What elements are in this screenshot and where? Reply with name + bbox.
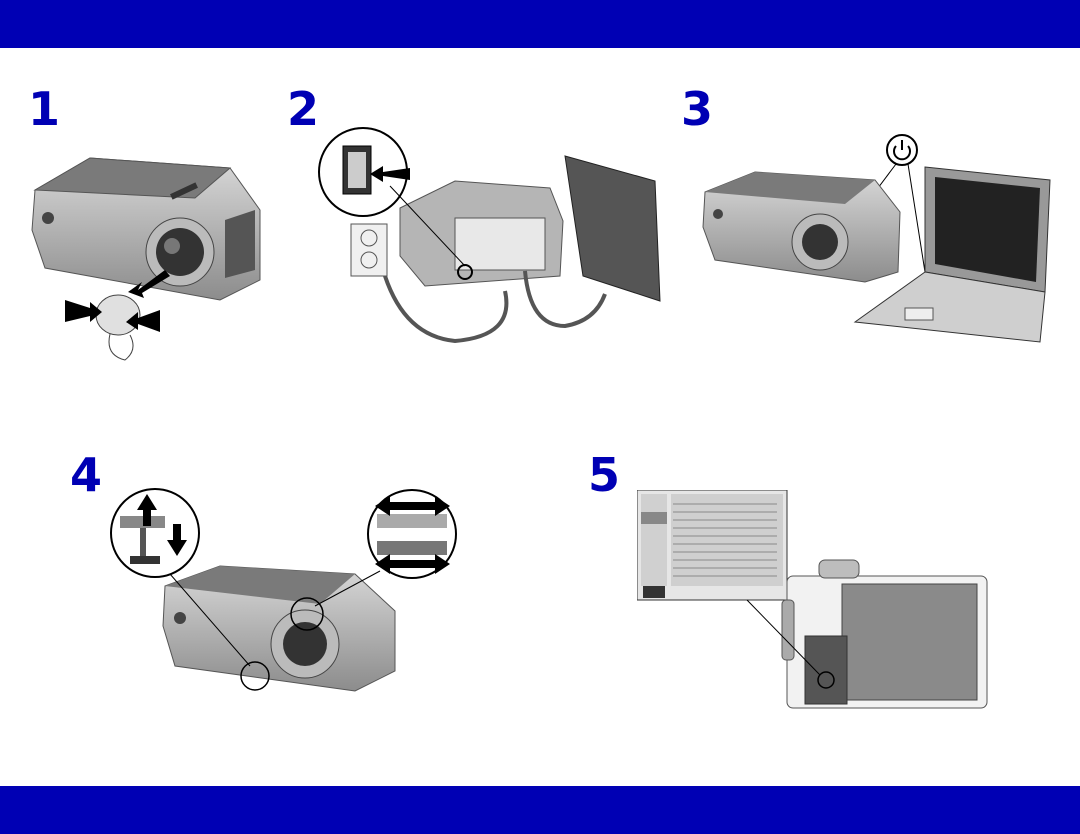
step-2-illustration (318, 127, 661, 344)
arrow-right (126, 310, 160, 332)
lens-cap (95, 294, 141, 361)
power-button-callout (874, 134, 926, 273)
projector-body (31, 157, 261, 301)
step-number-1: 1 (28, 82, 61, 136)
elevator-foot-callout (110, 488, 200, 578)
power-cable (383, 275, 509, 344)
step-1-illustration (31, 157, 261, 361)
projector (162, 565, 396, 692)
step-number-4: 4 (70, 448, 103, 502)
step-5-illustration (637, 490, 988, 709)
step-3-illustration (702, 134, 1051, 343)
power-switch-callout (318, 127, 410, 217)
projector (702, 171, 901, 283)
video-cable (523, 270, 607, 329)
arrow-left (65, 300, 102, 322)
wall-outlet (350, 223, 388, 277)
projector-top-view (781, 559, 988, 709)
step-number-3: 3 (681, 82, 714, 136)
on-screen-menu (637, 490, 788, 601)
header-band (0, 0, 1080, 48)
projector-rear (399, 180, 564, 287)
arrow-pull (128, 270, 170, 298)
laptop-screen (564, 155, 661, 302)
step-number-5: 5 (588, 448, 621, 502)
focus-zoom-callout (367, 489, 457, 579)
footer-band (0, 786, 1080, 834)
laptop (853, 166, 1051, 343)
step-number-2: 2 (287, 82, 320, 136)
step-4-illustration (110, 488, 457, 692)
